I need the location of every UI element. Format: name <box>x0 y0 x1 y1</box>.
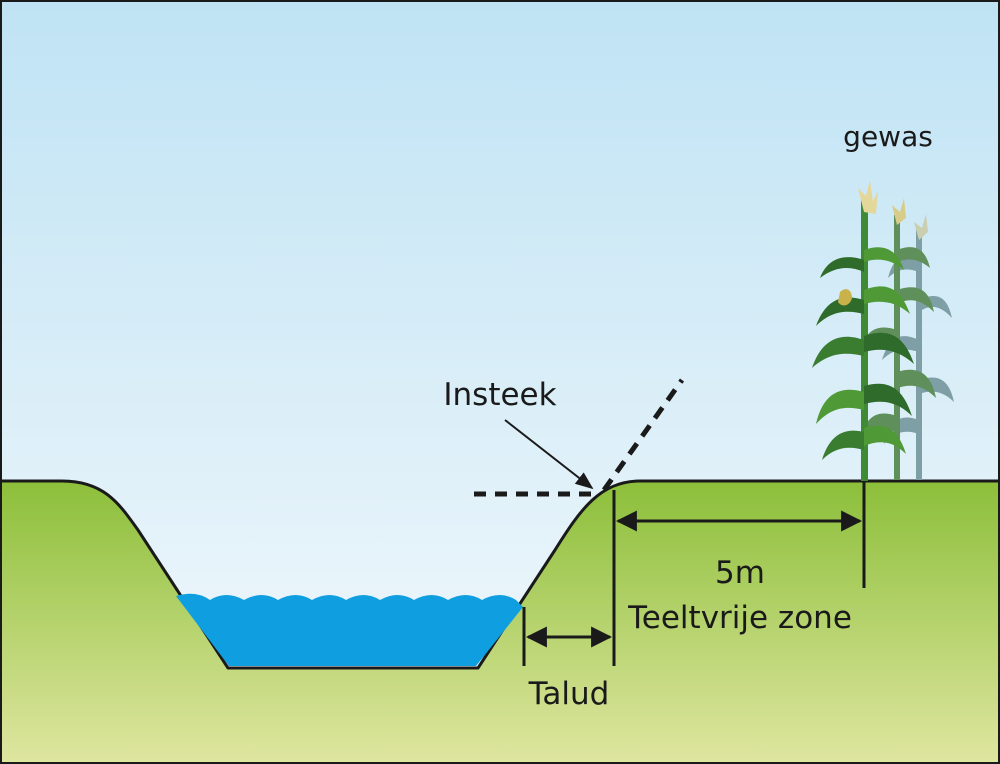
crop-maize-plants <box>812 180 954 481</box>
distance-label: 5m <box>715 555 765 591</box>
maize-plant-foreground <box>812 180 914 481</box>
ground <box>0 479 1000 764</box>
insteek-label: Insteek <box>443 377 556 413</box>
insteek-pointer-arrow <box>504 419 594 490</box>
talud-label: Talud <box>528 676 610 712</box>
insteek-diagonal-dashed-line <box>601 378 685 492</box>
crop-label: gewas <box>843 120 933 153</box>
zone-label: Teeltvrije zone <box>627 600 852 636</box>
ditch-water <box>176 593 523 666</box>
